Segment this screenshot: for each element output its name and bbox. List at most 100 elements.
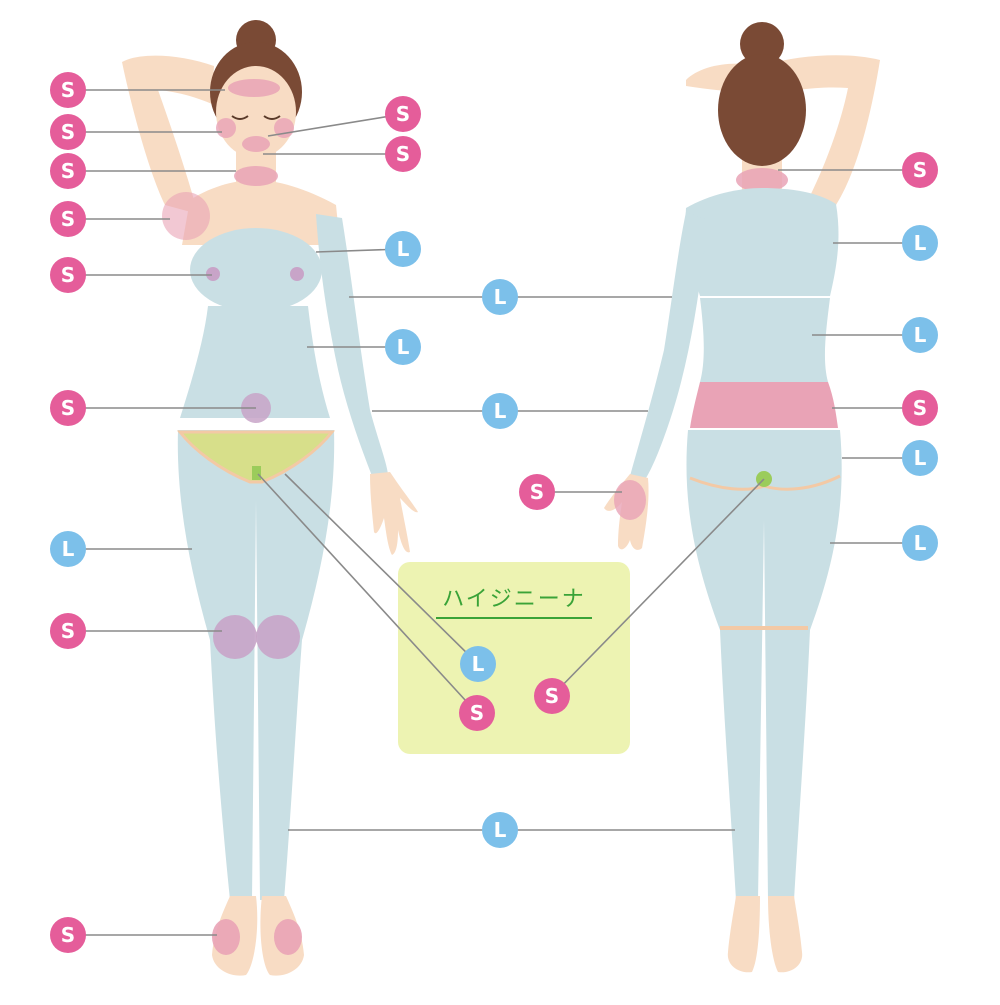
front-eye-left [231,115,249,120]
back-foot-left [727,896,760,973]
front-zone-cheek-left [216,118,236,138]
back-legs [686,430,842,900]
back-waist [700,298,830,382]
badge-large: L [460,646,496,682]
badge-small: S [902,390,938,426]
front-chest-skin [182,180,340,245]
badge-circle [902,317,938,353]
badge-label: S [913,158,927,182]
leader-line [257,473,478,714]
badge-label: S [61,923,75,947]
back-zone-hand [614,480,646,520]
badge-circle [902,152,938,188]
badge-circle [482,279,518,315]
badge-small: S [385,96,421,132]
badge-circle [902,225,938,261]
badge-circle [50,114,86,150]
badge-large: L [482,812,518,848]
badge-circle [519,474,555,510]
front-zone-nipple-right [290,267,304,281]
badge-circle [50,531,86,567]
badge-label: S [530,480,544,504]
badge-large: L [482,393,518,429]
back-zone-nape [736,168,788,192]
back-hair [718,54,806,166]
badge-circle [50,917,86,953]
badge-small: S [50,390,86,426]
badge-large: L [902,317,938,353]
badge-small: S [519,474,555,510]
badge-circle [482,393,518,429]
front-zone-armpit [162,192,210,240]
back-figure [604,22,880,973]
front-zone-knee-right [256,615,300,659]
hygienina-box-bg [398,562,630,754]
badge-label: L [494,399,507,423]
badge-label: L [494,285,507,309]
front-zone-knee-left [213,615,257,659]
badge-large: L [902,525,938,561]
badge-circle [459,695,495,731]
leader-line [551,478,765,697]
badge-label: S [61,396,75,420]
badge-label: L [472,652,485,676]
badge-circle [482,812,518,848]
leader-line [284,473,479,665]
badge-circle [50,613,86,649]
badge-small: S [50,257,86,293]
badge-label: S [61,263,75,287]
back-hair-bun [740,22,784,66]
front-eye-right [263,115,281,120]
badge-circle [460,646,496,682]
front-raised-arm [122,55,214,215]
badge-small: S [50,72,86,108]
front-torso [180,306,330,418]
front-zone-forehead [228,79,280,97]
back-arm [630,212,708,478]
front-zone-bikini [176,430,336,484]
badge-label: S [396,142,410,166]
hygienina-title: ハイジニーナ [442,587,586,612]
badge-large: L [902,440,938,476]
leader-lines [68,89,920,936]
badge-circle [385,329,421,365]
badge-large: L [482,279,518,315]
badge-label: L [62,537,75,561]
front-zone-chest [190,228,322,312]
badge-circle [902,525,938,561]
back-foot-right [768,896,803,973]
badge-label: S [61,159,75,183]
badge-small: S [534,678,570,714]
front-legs [177,430,335,900]
badge-large: L [385,329,421,365]
front-zone-vio-point [252,466,261,480]
badge-circle [50,201,86,237]
badge-label: L [397,237,410,261]
front-arm [316,214,388,476]
badge-circle [902,440,938,476]
badge-small: S [50,613,86,649]
badge-circle [385,96,421,132]
front-figure [122,20,418,976]
badge-label: S [913,396,927,420]
badge-label: L [494,818,507,842]
badge-small: S [50,917,86,953]
badge-label: S [61,619,75,643]
badge-small: S [902,152,938,188]
badge-large: L [902,225,938,261]
badge-label: S [61,120,75,144]
front-hand [370,472,418,555]
leader-line [267,113,404,137]
badge-circle [50,390,86,426]
front-zone-nipple-left [206,267,220,281]
badge-label: S [396,102,410,126]
front-zone-foot-left [212,919,240,955]
badge-label: L [397,335,410,359]
badge-circle [50,72,86,108]
badge-large: L [50,531,86,567]
front-zone-mouth [242,136,270,152]
badge-circle [50,257,86,293]
badge-label: S [545,684,559,708]
